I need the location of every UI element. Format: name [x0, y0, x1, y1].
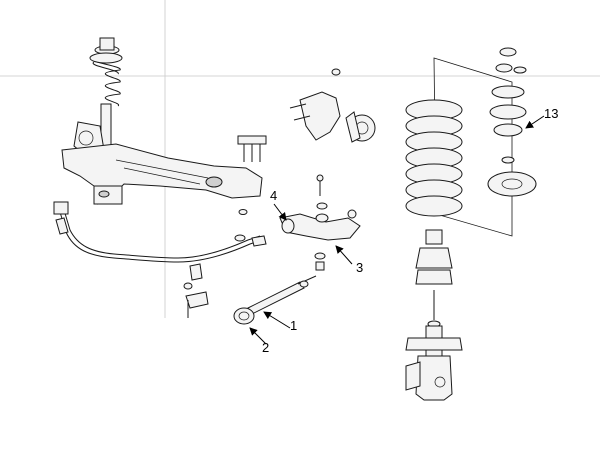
- strut-rod: [247, 275, 317, 315]
- upper-mount-stack: [487, 47, 537, 197]
- front-crossmember: [61, 143, 263, 205]
- crossmember-bolts: [237, 135, 267, 215]
- dust-boot: [415, 229, 453, 285]
- steering-knuckle-hub: [289, 68, 376, 143]
- callout-1-label: 1: [290, 318, 297, 333]
- lower-control-arm: [279, 209, 361, 271]
- callout-3-label: 3: [356, 260, 363, 275]
- callout-2-label: 2: [262, 340, 269, 355]
- callout-4-label: 4: [270, 188, 277, 203]
- stabilizer-link: [316, 174, 328, 210]
- callout-4: 4: [270, 188, 287, 221]
- callout-13-label: 13: [544, 106, 558, 121]
- stabilizer-bar: [53, 201, 263, 281]
- callout-2: 2: [249, 327, 269, 355]
- callout-1: 1: [263, 311, 297, 333]
- strut-assembly: [405, 290, 463, 401]
- coil-spring: [405, 99, 463, 217]
- callout-13: 13: [525, 106, 558, 129]
- stabilizer-link-hardware: [234, 234, 267, 247]
- strut-rod-bushing: [233, 307, 255, 325]
- stabilizer-bracket: [183, 282, 209, 318]
- callout-3: 3: [335, 245, 363, 275]
- assembled-strut: [73, 37, 123, 157]
